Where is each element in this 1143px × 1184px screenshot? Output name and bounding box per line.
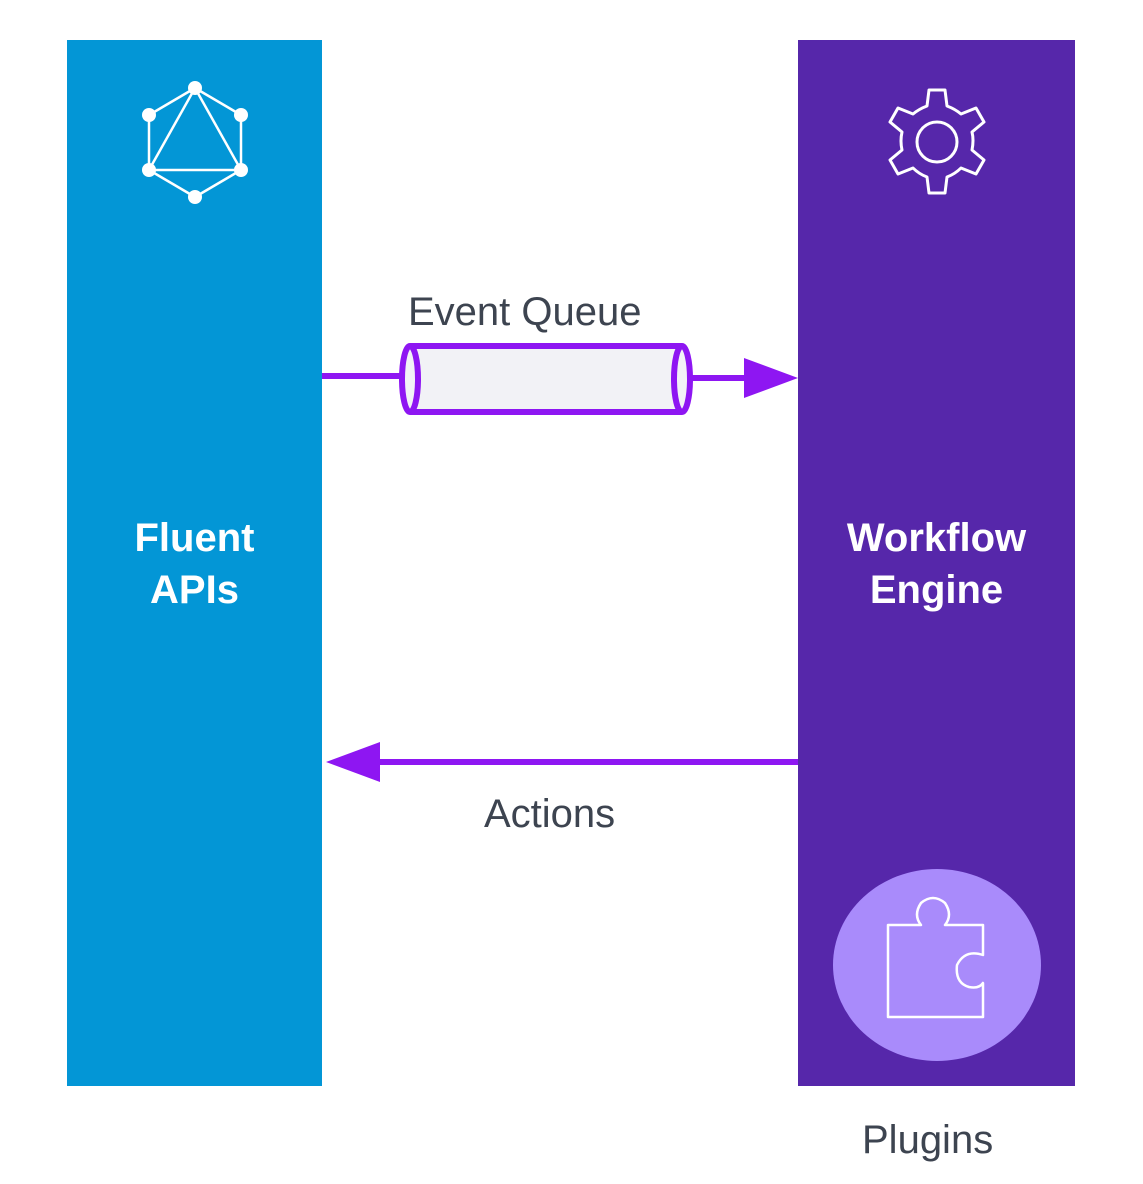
fluent-apis-title-line2: APIs	[150, 568, 239, 612]
actions-arrowhead	[326, 742, 380, 782]
fluent-apis-title: Fluent APIs	[67, 512, 322, 616]
graphql-icon	[142, 81, 248, 204]
fluent-apis-title-line1: Fluent	[134, 516, 255, 560]
puzzle-piece-icon	[886, 896, 985, 1019]
event-queue-label: Event Queue	[408, 290, 642, 334]
event-queue-cylinder	[399, 343, 693, 415]
workflow-engine-title-line1: Workflow	[846, 516, 1027, 560]
plugins-badge	[833, 869, 1041, 1061]
workflow-engine-title: Workflow Engine	[798, 512, 1075, 616]
fluent-apis-column: Fluent APIs	[67, 40, 322, 1086]
event-queue-arrowhead	[744, 358, 798, 398]
plugins-label: Plugins	[862, 1118, 994, 1162]
gear-icon	[888, 88, 986, 195]
actions-label: Actions	[484, 792, 616, 836]
workflow-engine-column: Workflow Engine	[798, 40, 1075, 1086]
workflow-engine-title-line2: Engine	[869, 568, 1004, 612]
